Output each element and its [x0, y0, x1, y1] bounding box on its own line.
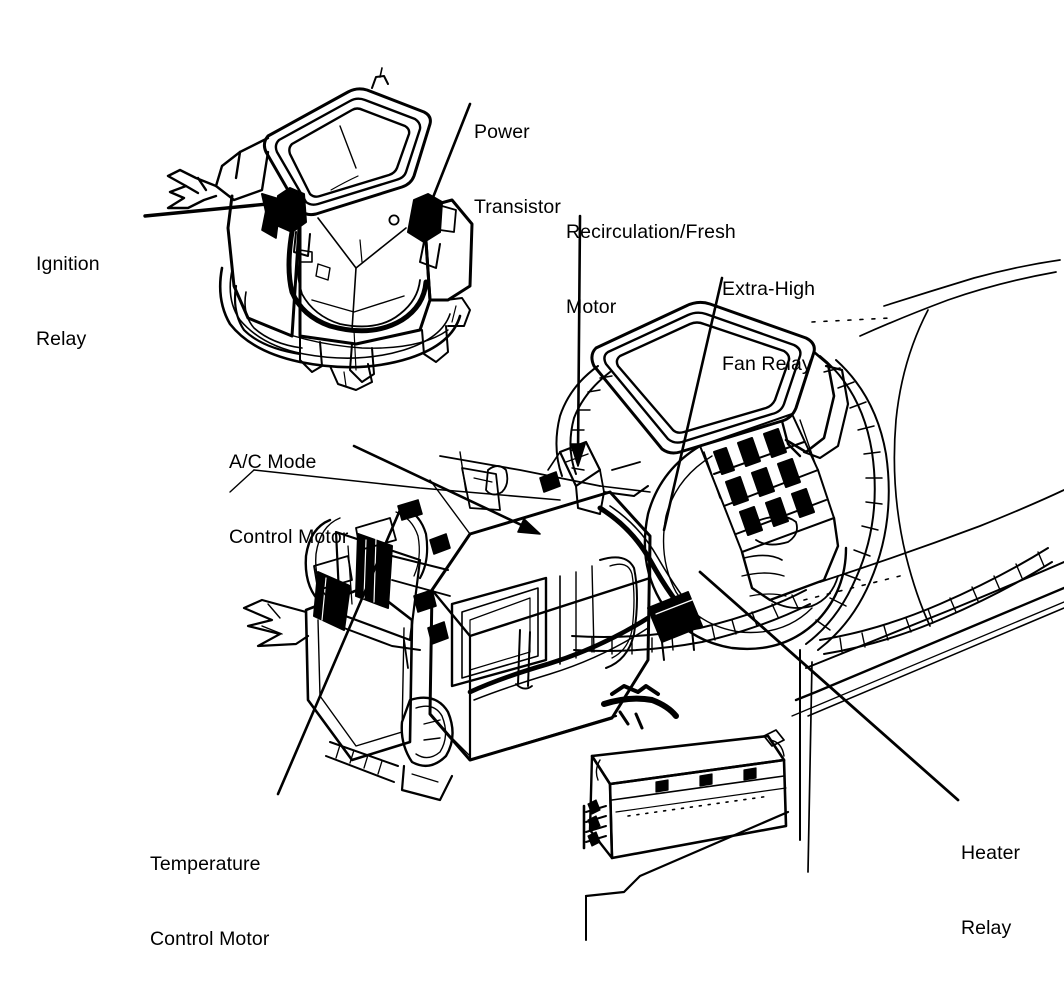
leader-extra-high-fan-relay — [662, 276, 724, 532]
leader-recirculation-fresh-motor — [570, 214, 586, 467]
leader-power-transistor — [430, 102, 472, 202]
callout-temperature-control-motor: Temperature Control Motor — [150, 802, 269, 1002]
callout-ignition-relay: Ignition Relay — [36, 202, 100, 402]
callout-heater-relay-line1: Heater — [961, 842, 1021, 864]
callout-extra-high-fan-relay: Extra-High Fan Relay — [722, 227, 815, 427]
leader-temperature-control-motor — [276, 508, 402, 796]
callout-power-transistor-line1: Power — [474, 121, 530, 143]
callout-ac-mode-control-motor: A/C Mode Control Motor — [229, 400, 348, 600]
callout-extra-high-fan-relay-line2: Fan Relay — [722, 353, 812, 375]
callout-heater-relay-line2: Relay — [961, 917, 1012, 939]
callout-ignition-relay-line1: Ignition — [36, 253, 100, 275]
callout-power-transistor-line2: Transistor — [474, 196, 561, 218]
harness-corrugated-right — [805, 355, 890, 651]
callout-recirculation-fresh-motor: Recirculation/Fresh Motor — [566, 170, 736, 370]
body-structure-outlines — [229, 259, 1064, 941]
leader-ignition-relay — [143, 193, 290, 218]
callout-leaders — [143, 102, 960, 802]
callout-temperature-control-motor-line2: Control Motor — [150, 928, 270, 950]
callout-ignition-relay-line2: Relay — [36, 328, 87, 350]
callout-extra-high-fan-relay-line1: Extra-High — [722, 278, 816, 300]
callout-recirculation-fresh-motor-line1: Recirculation/Fresh — [566, 221, 736, 243]
leader-heater-relay — [698, 570, 960, 802]
blower-unit-assembly — [166, 67, 474, 391]
callout-recirculation-fresh-motor-line2: Motor — [566, 296, 617, 318]
relay-block-panel — [699, 413, 835, 553]
callout-temperature-control-motor-line1: Temperature — [150, 853, 261, 875]
callout-ac-mode-control-motor-line1: A/C Mode — [229, 451, 317, 473]
heater-relay-box — [582, 729, 788, 860]
callout-ac-mode-control-motor-line2: Control Motor — [229, 526, 349, 548]
callout-power-transistor: Power Transistor — [474, 70, 561, 270]
callout-heater-relay: Heater Relay — [961, 791, 1020, 991]
leader-ac-mode-control-motor — [352, 444, 541, 535]
